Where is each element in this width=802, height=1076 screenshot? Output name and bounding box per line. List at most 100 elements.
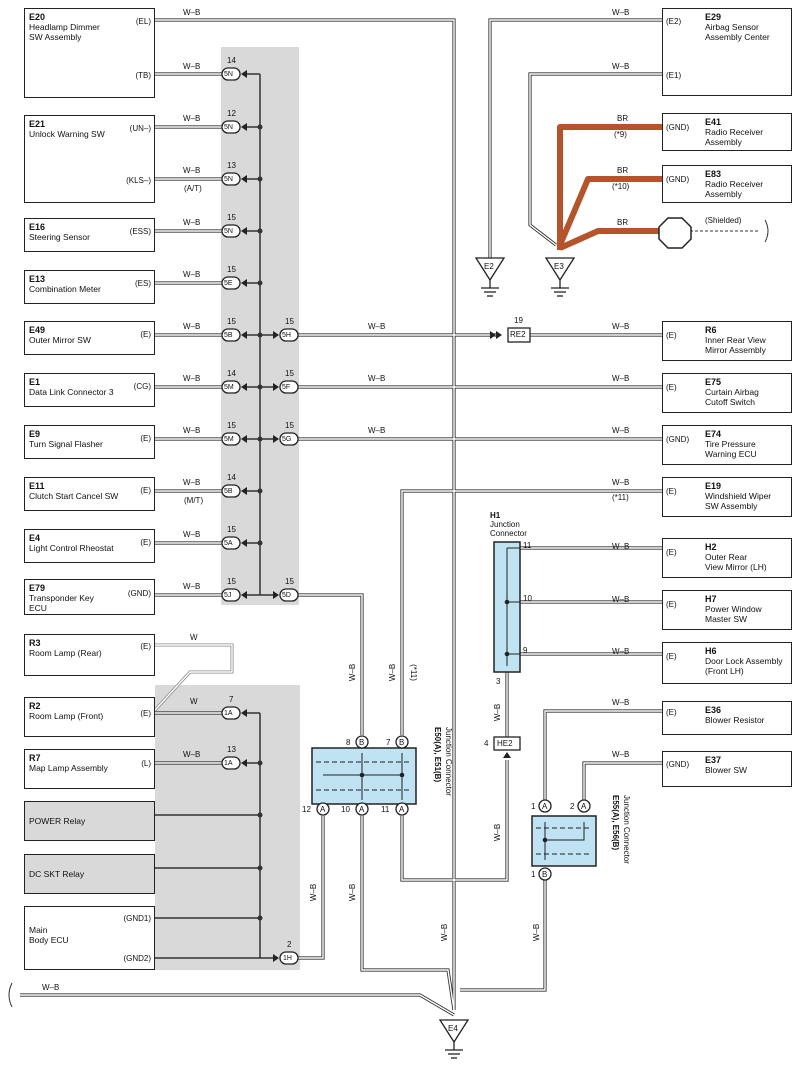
component-dc-skt-relay: DC SKT Relay xyxy=(24,854,155,894)
wire-label: W–B xyxy=(612,595,630,604)
wire-label: W–B xyxy=(183,114,201,123)
component-name: Main Body ECU xyxy=(29,925,69,945)
component-name: Blower SW xyxy=(705,765,748,775)
component-e11: E11 Clutch Start Cancel SW (E) xyxy=(24,477,155,511)
wire-label: W–B xyxy=(612,8,630,17)
wire-label: W–B xyxy=(612,322,630,331)
connector-label: 5J xyxy=(224,592,232,599)
component-name: Outer Mirror SW xyxy=(29,335,91,345)
pin-label: (E) xyxy=(666,383,677,392)
double-wires-inner xyxy=(20,19,662,1016)
connector-pin: 15 xyxy=(227,265,236,274)
pin-label: (L) xyxy=(141,759,151,768)
component-id: E16 xyxy=(29,222,46,232)
wire-label: W–B xyxy=(612,374,630,383)
connector-label: 5N xyxy=(224,124,233,131)
component-main-body-ecu: Main Body ECU (GND1) (GND2) xyxy=(24,906,155,970)
component-e74: E74 Tire Pressure Warning ECU (GND) xyxy=(662,425,792,465)
component-id: E20 xyxy=(29,12,46,22)
wire-label: W–B xyxy=(493,823,503,842)
connector-label: 5G xyxy=(282,436,292,443)
connector-label: 1H xyxy=(283,955,292,962)
junction-e50-title: E50(A), E51(B) xyxy=(433,727,442,783)
junction-pin-letter: B xyxy=(542,870,548,879)
connector-pin: 15 xyxy=(285,317,294,326)
pin-label: (E) xyxy=(140,642,151,651)
component-id: E75 xyxy=(705,377,722,387)
wire-label: W–B xyxy=(612,426,630,435)
wire-label: W–B xyxy=(309,883,319,902)
component-name: Blower Resistor xyxy=(705,715,765,725)
junction-pin-number: 10 xyxy=(341,805,350,814)
connector-label: RE2 xyxy=(510,330,526,339)
component-name: Map Lamp Assembly xyxy=(29,763,108,773)
ground-symbols xyxy=(438,257,576,1059)
component-name: Airbag Sensor Assembly Center xyxy=(705,22,770,42)
pin-label: (E) xyxy=(666,487,677,496)
junction-h1-sub: Connector xyxy=(490,529,527,538)
component-e41: E41 Radio Receiver Assembly (GND) xyxy=(662,113,792,151)
note-label: (*9) xyxy=(614,130,627,139)
pin-label: (GND) xyxy=(127,589,151,598)
wire-label: W–B xyxy=(612,62,630,71)
connector-label: 5B xyxy=(224,332,233,339)
component-e20: E20 Headlamp Dimmer SW Assembly (EL) (TB… xyxy=(24,8,155,98)
pin-label: (GND1) xyxy=(123,914,151,923)
component-id: E37 xyxy=(705,755,722,765)
pin-label: (E) xyxy=(140,330,151,339)
note-label: (*10) xyxy=(612,182,630,191)
component-name: Power Window Master SW xyxy=(705,604,762,624)
pin-label: (KLS–) xyxy=(126,176,151,185)
connector-label: 5N xyxy=(224,228,233,235)
component-r7: R7 Map Lamp Assembly (L) xyxy=(24,749,155,789)
component-id: R3 xyxy=(29,638,41,648)
wire-label: W–B xyxy=(183,582,201,591)
junction-e55-subtitle: Junction Connector xyxy=(622,795,631,864)
component-e1: E1 Data Link Connector 3 (CG) xyxy=(24,373,155,407)
component-id: R6 xyxy=(705,325,717,335)
component-id: E1 xyxy=(29,377,41,387)
ground-label: E3 xyxy=(554,262,564,271)
component-name: Inner Rear View Mirror Assembly xyxy=(705,335,766,355)
component-name: Turn Signal Flasher xyxy=(29,439,103,449)
note-label: (A/T) xyxy=(184,184,202,193)
component-e13: E13 Combination Meter (ES) xyxy=(24,270,155,304)
connector-pin: 12 xyxy=(227,109,236,118)
component-e19: E19 Windshield Wiper SW Assembly (E) xyxy=(662,477,792,517)
component-e4: E4 Light Control Rheostat (E) xyxy=(24,529,155,563)
connector-label: 5N xyxy=(224,176,233,183)
connector-pin: 2 xyxy=(287,940,292,949)
pin-label: (GND) xyxy=(666,123,690,132)
junction-h1-id: H1 xyxy=(490,511,501,520)
shielded-label: (Shielded) xyxy=(705,216,742,225)
pin-label: (E) xyxy=(666,708,677,717)
pin-label: (E) xyxy=(140,486,151,495)
connector-pills xyxy=(221,67,591,965)
wire-label: W–B xyxy=(183,426,201,435)
component-r3: R3 Room Lamp (Rear) (E) xyxy=(24,634,155,676)
wire-label: W–B xyxy=(612,478,630,487)
wire-label: W–B xyxy=(183,218,201,227)
wire-label: W–B xyxy=(493,703,503,722)
component-name: Steering Sensor xyxy=(29,232,90,242)
component-e9: E9 Turn Signal Flasher (E) xyxy=(24,425,155,459)
wire-label: W–B xyxy=(183,8,201,17)
connector-pin: 15 xyxy=(227,421,236,430)
junction-e55-e56 xyxy=(531,815,597,867)
wire-label: W–B xyxy=(368,426,386,435)
component-e49: E49 Outer Mirror SW (E) xyxy=(24,321,155,355)
pin-label: (E) xyxy=(140,434,151,443)
wire-label: W–B xyxy=(183,530,201,539)
junction-pin-letter: A xyxy=(581,802,587,811)
wire-label: BR xyxy=(617,218,629,227)
component-e83: E83 Radio Receiver Assembly (GND) xyxy=(662,165,792,203)
component-name: Clutch Start Cancel SW xyxy=(29,491,119,501)
junction-e55-title: E55(A), E56(B) xyxy=(611,795,620,851)
junction-pin-letter: A xyxy=(320,805,326,814)
connector-pin: 15 xyxy=(227,317,236,326)
pin-label: (GND) xyxy=(666,175,690,184)
component-name: Radio Receiver Assembly xyxy=(705,127,764,147)
component-id: E21 xyxy=(29,119,46,129)
